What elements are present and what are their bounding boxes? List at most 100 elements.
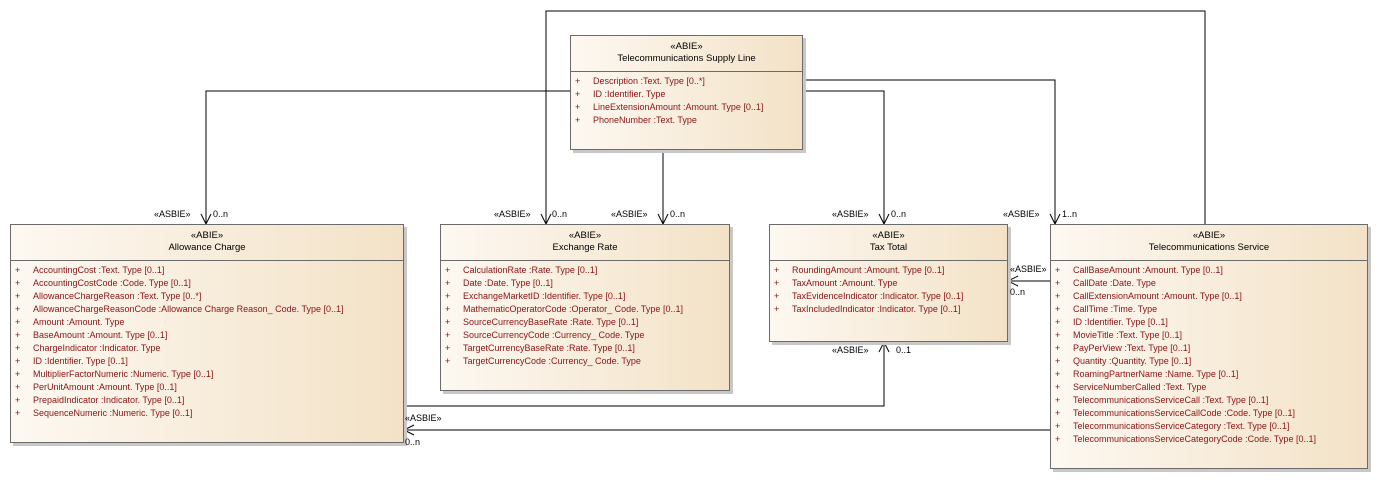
attribute-text: TaxIncludedIndicator :Indicator. Type [0…: [792, 304, 961, 314]
attribute-row[interactable]: +TaxEvidenceIndicator :Indicator. Type […: [774, 290, 1007, 303]
role-label: «ASBIE»: [832, 209, 869, 219]
visibility-marker: +: [445, 330, 451, 340]
class-telecommunications-supply-line[interactable]: «ABIE» Telecommunications Supply Line +D…: [570, 35, 803, 150]
class-tax-total[interactable]: «ABIE» Tax Total +RoundingAmount :Amount…: [769, 224, 1008, 342]
attribute-text: CallDate :Date. Type: [1073, 278, 1156, 288]
attribute-row[interactable]: +TaxAmount :Amount. Type: [774, 277, 1007, 290]
attribute-row[interactable]: +MovieTitle :Text. Type [0..1]: [1055, 329, 1367, 342]
visibility-marker: +: [15, 265, 21, 275]
attribute-text: TaxEvidenceIndicator :Indicator. Type [0…: [792, 291, 964, 301]
attribute-text: Date :Date. Type [0..1]: [463, 278, 553, 288]
class-telecommunications-service[interactable]: «ABIE» Telecommunications Service +CallB…: [1050, 224, 1368, 469]
attribute-row[interactable]: +AccountingCost :Text. Type [0..1]: [15, 264, 403, 277]
visibility-marker: +: [15, 369, 21, 379]
attribute-row[interactable]: +AllowanceChargeReason :Text. Type [0..*…: [15, 290, 403, 303]
visibility-marker: +: [575, 89, 581, 99]
attribute-row[interactable]: + CallTime :Time. Type: [1055, 303, 1367, 316]
attribute-row[interactable]: +ChargeIndicator :Indicator. Type: [15, 342, 403, 355]
attribute-row[interactable]: +CallExtensionAmount :Amount. Type [0..1…: [1055, 290, 1367, 303]
visibility-marker: +: [445, 343, 451, 353]
attribute-row[interactable]: + AccountingCostCode :Code. Type [0..1]: [15, 277, 403, 290]
attribute-row[interactable]: +CalculationRate :Rate. Type [0..1]: [445, 264, 729, 277]
attribute-list: +CalculationRate :Rate. Type [0..1] + Dat…: [441, 261, 729, 368]
attribute-text: AccountingCostCode :Code. Type [0..1]: [33, 278, 191, 288]
attribute-row[interactable]: +TelecommunicationsServiceCall :Text. Ty…: [1055, 394, 1367, 407]
attribute-text: TaxAmount :Amount. Type: [792, 278, 898, 288]
attribute-row[interactable]: +CallBaseAmount :Amount. Type [0..1]: [1055, 264, 1367, 277]
attribute-row[interactable]: +Description :Text. Type [0..*]: [575, 75, 802, 88]
visibility-marker: +: [15, 395, 21, 405]
class-allowance-charge[interactable]: «ABIE» Allowance Charge +AccountingCost …: [10, 224, 404, 443]
attribute-text: PayPerView :Text. Type [0..1]: [1073, 343, 1191, 353]
visibility-marker: +: [1055, 369, 1061, 379]
attribute-row[interactable]: + PayPerView :Text. Type [0..1]: [1055, 342, 1367, 355]
attribute-text: LineExtensionAmount :Amount. Type [0..1]: [593, 102, 764, 112]
assoc-supply-service: [803, 79, 1056, 224]
attribute-text: Amount :Amount. Type: [33, 317, 125, 327]
class-name: Exchange Rate: [552, 242, 618, 253]
attribute-row[interactable]: +ExchangeMarketID :Identifier. Type [0..…: [445, 290, 729, 303]
attribute-row[interactable]: + Date :Date. Type [0..1]: [445, 277, 729, 290]
visibility-marker: +: [1055, 343, 1061, 353]
visibility-marker: +: [1055, 395, 1061, 405]
role-label: «ASBIE»: [1010, 264, 1047, 274]
attribute-text: TargetCurrencyBaseRate :Rate. Type [0..1…: [463, 343, 635, 353]
attribute-row[interactable]: +RoundingAmount :Amount. Type [0..1]: [774, 264, 1007, 277]
stereotype-label: «ABIE»: [1192, 230, 1226, 241]
visibility-marker: +: [1055, 304, 1061, 314]
visibility-marker: +: [15, 382, 21, 392]
assoc-supply-tax: [803, 90, 885, 224]
attribute-row[interactable]: +PerUnitAmount :Amount. Type [0..1]: [15, 381, 403, 394]
attribute-text: ID :Identifier. Type [0..1]: [33, 356, 128, 366]
attribute-text: BaseAmount :Amount. Type [0..1]: [33, 330, 168, 340]
attribute-row[interactable]: +Quantity :Quantity. Type [0..1]: [1055, 355, 1367, 368]
attribute-row[interactable]: +AllowanceChargeReasonCode :Allowance Ch…: [15, 303, 403, 316]
visibility-marker: +: [15, 278, 21, 288]
attribute-text: RoamingPartnerName :Name. Type [0..1]: [1073, 369, 1239, 379]
visibility-marker: +: [575, 115, 581, 125]
visibility-marker: +: [445, 278, 451, 288]
attribute-row[interactable]: +ID :Identifier. Type [0..1]: [1055, 316, 1367, 329]
visibility-marker: +: [15, 356, 21, 366]
multiplicity-label: 0..n: [1010, 287, 1026, 297]
attribute-row[interactable]: +SourceCurrencyBaseRate :Rate. Type [0..…: [445, 316, 729, 329]
attribute-row[interactable]: + ID :Identifier. Type: [575, 88, 802, 101]
attribute-row[interactable]: +ServiceNumberCalled :Text. Type: [1055, 381, 1367, 394]
attribute-row[interactable]: + ID :Identifier. Type [0..1]: [15, 355, 403, 368]
arrowhead: [1006, 275, 1019, 287]
class-name: Tax Total: [869, 242, 908, 253]
attribute-text: ID :Identifier. Type [0..1]: [1073, 317, 1168, 327]
attribute-text: ID :Identifier. Type: [593, 89, 666, 99]
attribute-text: MovieTitle :Text. Type [0..1]: [1073, 330, 1183, 340]
attribute-text: CallTime :Time. Type: [1073, 304, 1158, 314]
attribute-row[interactable]: +SequenceNumeric :Numeric. Type [0..1]: [15, 407, 403, 420]
attribute-text: RoundingAmount :Amount. Type [0..1]: [792, 265, 945, 275]
attribute-text: SourceCurrencyBaseRate :Rate. Type [0..1…: [463, 317, 639, 327]
attribute-row[interactable]: +TelecommunicationsServiceCategory :Text…: [1055, 420, 1367, 433]
attribute-row[interactable]: +TargetCurrencyCode :Currency_ Code. Typ…: [445, 355, 729, 368]
attribute-row[interactable]: + PhoneNumber :Text. Type: [575, 114, 802, 127]
attribute-row[interactable]: +PrepaidIndicator :Indicator. Type [0..1…: [15, 394, 403, 407]
attribute-row[interactable]: +TelecommunicationsServiceCategoryCode :…: [1055, 433, 1367, 446]
multiplicity-label: 0..n: [552, 209, 568, 219]
role-label: «ASBIE»: [494, 209, 531, 219]
attribute-text: PhoneNumber :Text. Type: [593, 115, 697, 125]
visibility-marker: +: [15, 343, 21, 353]
attribute-row[interactable]: +SourceCurrencyCode :Currency_ Code. Typ…: [445, 329, 729, 342]
role-label: «ASBIE»: [154, 209, 191, 219]
attribute-row[interactable]: +BaseAmount :Amount. Type [0..1]: [15, 329, 403, 342]
class-exchange-rate[interactable]: «ABIE» Exchange Rate +CalculationRate :R…: [440, 224, 730, 391]
multiplicity-label: 0..n: [405, 437, 421, 447]
attribute-row[interactable]: +MathematicOperatorCode :Operator_ Code.…: [445, 303, 729, 316]
attribute-row[interactable]: +TaxIncludedIndicator :Indicator. Type […: [774, 303, 1007, 316]
attribute-row[interactable]: +LineExtensionAmount :Amount. Type [0..1…: [575, 101, 802, 114]
attribute-row[interactable]: +Amount :Amount. Type: [15, 316, 403, 329]
attribute-row[interactable]: +CallDate :Date. Type: [1055, 277, 1367, 290]
role-label: «ASBIE»: [832, 345, 869, 355]
attribute-list: +AccountingCost :Text. Type [0..1] + Acco…: [11, 261, 403, 420]
attribute-row[interactable]: +MultiplierFactorNumeric :Numeric. Type …: [15, 368, 403, 381]
attribute-row[interactable]: + RoamingPartnerName :Name. Type [0..1]: [1055, 368, 1367, 381]
attribute-row[interactable]: +TelecommunicationsServiceCallCode :Code…: [1055, 407, 1367, 420]
attribute-row[interactable]: + TargetCurrencyBaseRate :Rate. Type [0..…: [445, 342, 729, 355]
attribute-text: Quantity :Quantity. Type [0..1]: [1073, 356, 1192, 366]
